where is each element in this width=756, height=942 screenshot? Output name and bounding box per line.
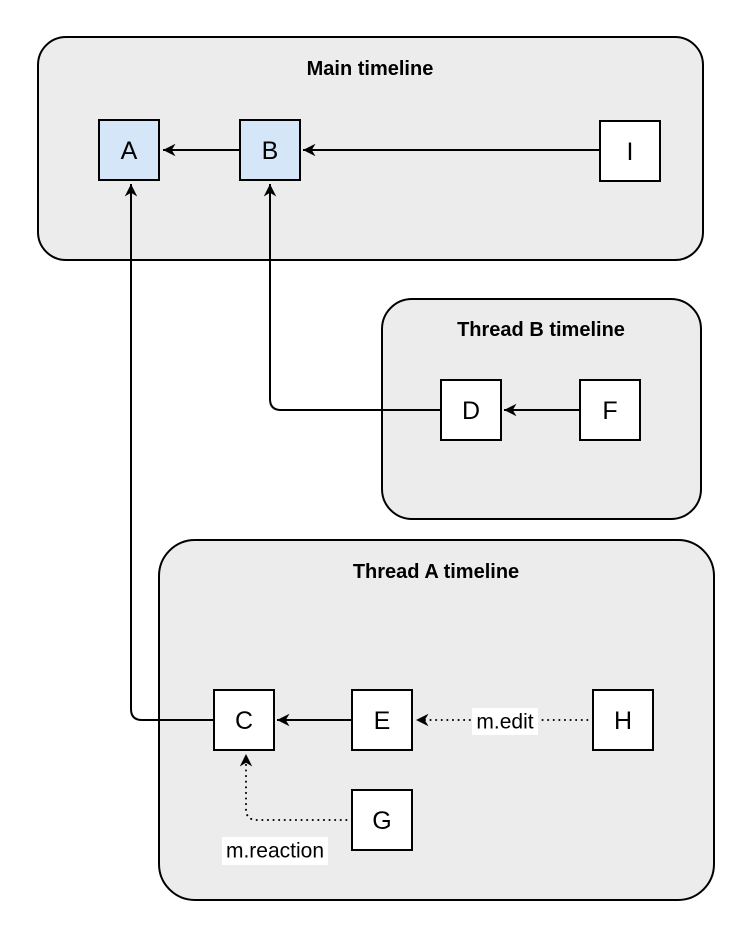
node-d-box xyxy=(440,379,502,441)
node-f: F xyxy=(579,379,641,441)
edge-label-bg-m-reaction xyxy=(222,837,328,865)
node-a-label: A xyxy=(121,137,138,165)
edge-label-bg-m-edit xyxy=(472,708,538,735)
thread-b-timeline-title: Thread B timeline xyxy=(457,319,625,341)
main-timeline-title: Main timeline xyxy=(307,58,434,80)
edge-label-m-reaction: m.reaction xyxy=(226,840,324,863)
node-h: H xyxy=(592,689,654,751)
node-b: B xyxy=(239,119,301,181)
thread-a-timeline-title: Thread A timeline xyxy=(353,561,519,583)
node-d: D xyxy=(440,379,502,441)
node-a: A xyxy=(98,119,160,181)
node-f-box xyxy=(579,379,641,441)
node-c-label: C xyxy=(235,707,253,735)
node-c-box xyxy=(213,689,275,751)
edge-c-to-a xyxy=(124,184,214,721)
node-i-label: I xyxy=(627,138,634,166)
node-g-box xyxy=(351,789,413,851)
edge-g-to-c xyxy=(239,753,353,821)
node-h-box xyxy=(592,689,654,751)
node-d-label: D xyxy=(462,397,480,425)
node-b-box xyxy=(239,119,301,181)
node-h-label: H xyxy=(614,707,632,735)
node-g-label: G xyxy=(372,807,391,835)
edge-label-m-edit: m.edit xyxy=(476,711,533,734)
node-f-label: F xyxy=(602,397,617,425)
node-e-box xyxy=(351,689,413,751)
node-e-label: E xyxy=(374,707,391,735)
node-i-box xyxy=(599,120,661,182)
node-i: I xyxy=(599,120,661,182)
node-b-label: B xyxy=(262,137,279,165)
node-a-box xyxy=(98,119,160,181)
node-e: E xyxy=(351,689,413,751)
node-g: G xyxy=(351,789,413,851)
edge-d-to-b xyxy=(263,184,441,411)
node-c: C xyxy=(213,689,275,751)
main-timeline-container xyxy=(37,36,704,261)
